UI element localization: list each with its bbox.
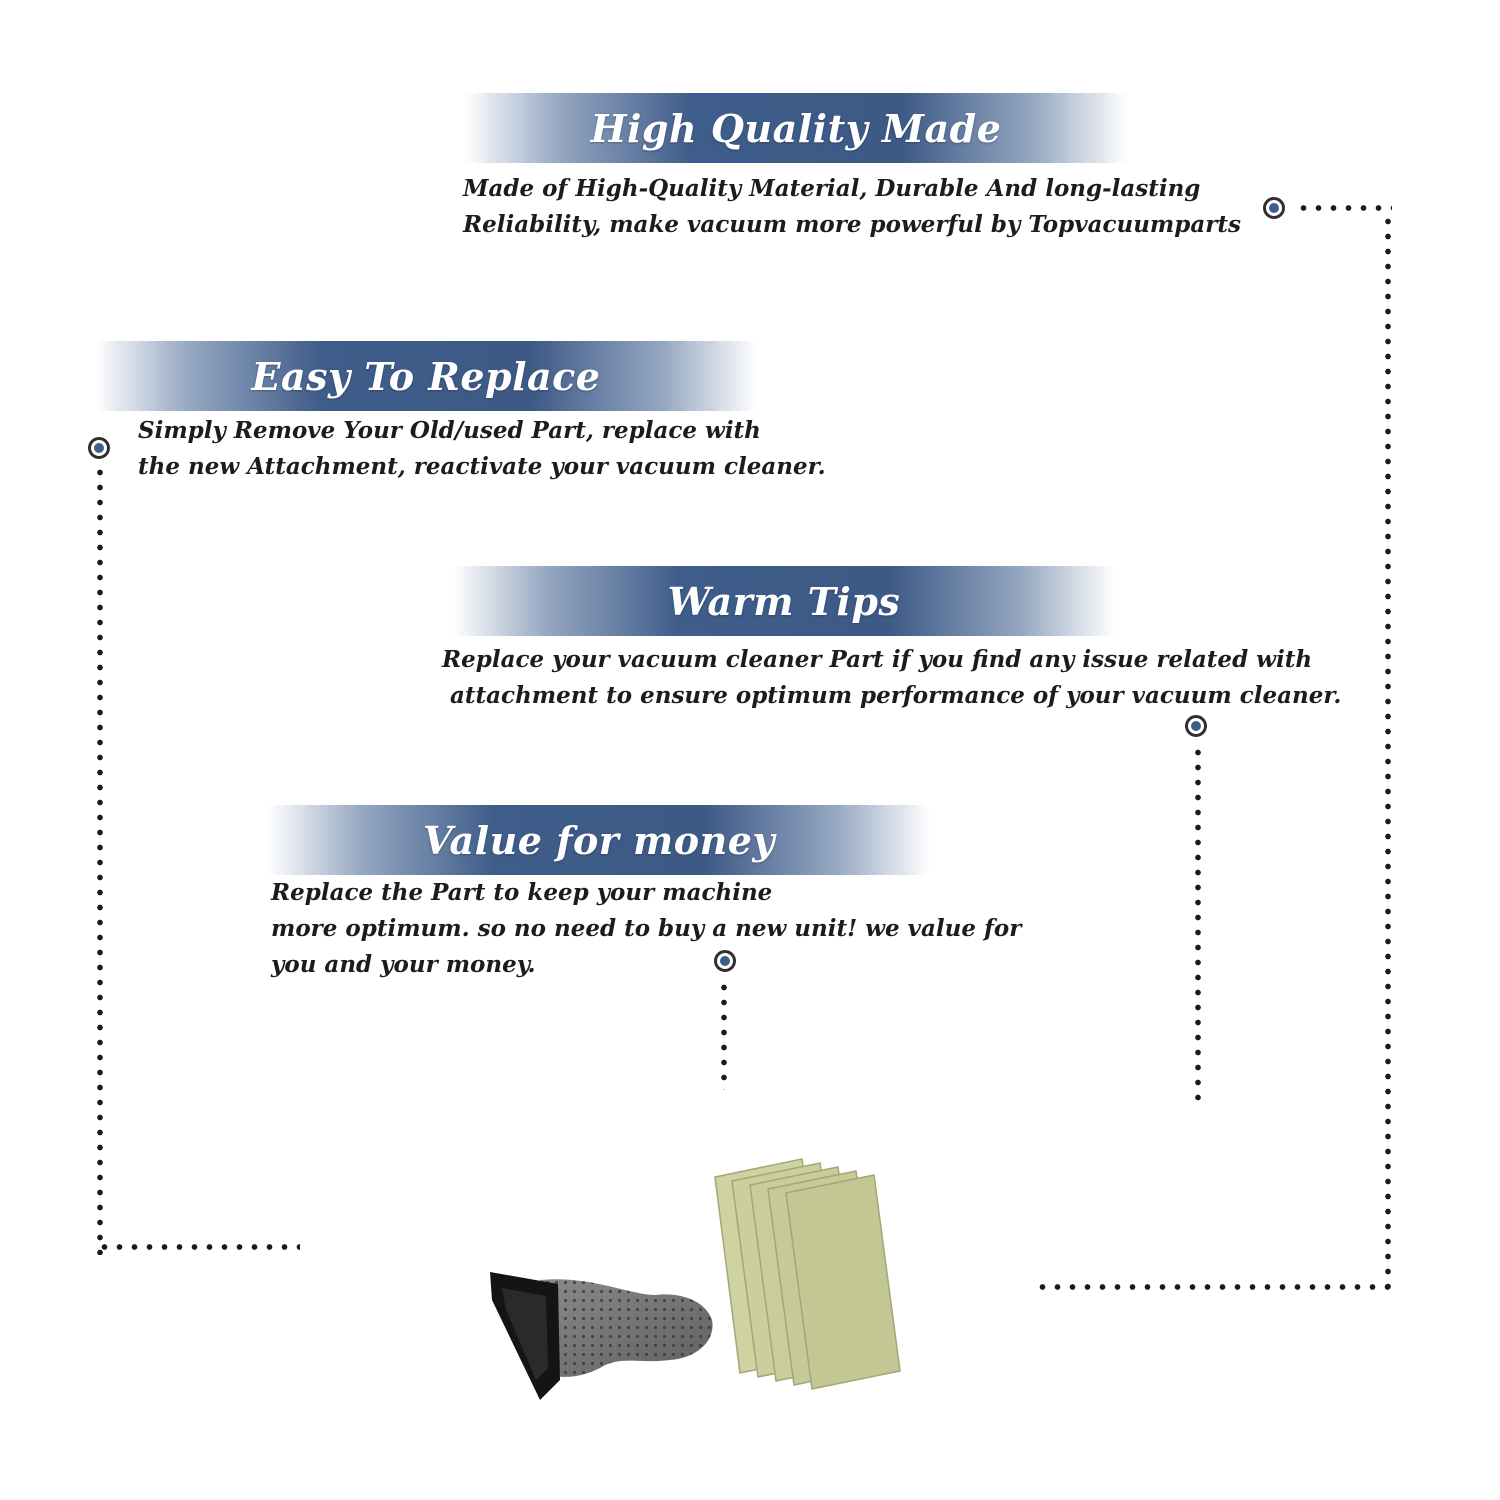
connector-node-icon xyxy=(1263,197,1285,219)
description-line: Made of High-Quality Material, Durable A… xyxy=(463,175,1201,202)
cloth-filter-bag-icon xyxy=(490,1272,713,1400)
description-line: Reliability, make vacuum more powerful b… xyxy=(463,211,1241,238)
section-title: Value for money xyxy=(423,817,775,863)
description-line: Replace your vacuum cleaner Part if you … xyxy=(442,646,1313,673)
dotted-connector xyxy=(1296,205,1392,211)
dotted-connector xyxy=(97,1244,300,1250)
description-line: the new Attachment, reactivate your vacu… xyxy=(138,453,826,480)
section-description: Made of High-Quality Material, Durable A… xyxy=(463,171,1241,243)
paper-bag-stack-icon xyxy=(714,1158,901,1390)
connector-node-icon xyxy=(714,950,736,972)
dotted-connector xyxy=(1035,1284,1392,1290)
section-title: High Quality Made xyxy=(590,105,1002,151)
dotted-connector xyxy=(721,980,727,1090)
banner-warm-tips: Warm Tips xyxy=(453,566,1115,636)
dotted-connector xyxy=(1385,214,1391,1294)
description-line: you and your money. xyxy=(271,951,536,978)
section-title: Easy To Replace xyxy=(251,353,601,399)
description-line: Simply Remove Your Old/used Part, replac… xyxy=(138,417,761,444)
banner-high-quality: High Quality Made xyxy=(465,93,1127,163)
description-line: attachment to ensure optimum performance… xyxy=(442,682,1342,709)
banner-easy-to-replace: Easy To Replace xyxy=(95,341,757,411)
description-line: more optimum. so no need to buy a new un… xyxy=(271,915,1022,942)
dotted-connector xyxy=(1195,745,1201,1105)
section-description: Simply Remove Your Old/used Part, replac… xyxy=(138,413,826,485)
section-description: Replace the Part to keep your machine mo… xyxy=(271,875,1021,983)
connector-node-icon xyxy=(88,437,110,459)
banner-value-for-money: Value for money xyxy=(268,805,930,875)
connector-node-icon xyxy=(1185,715,1207,737)
description-line: Replace the Part to keep your machine xyxy=(271,879,773,906)
section-title: Warm Tips xyxy=(667,578,901,624)
section-description: Replace your vacuum cleaner Part if you … xyxy=(442,642,1341,714)
dotted-connector xyxy=(97,465,103,1255)
